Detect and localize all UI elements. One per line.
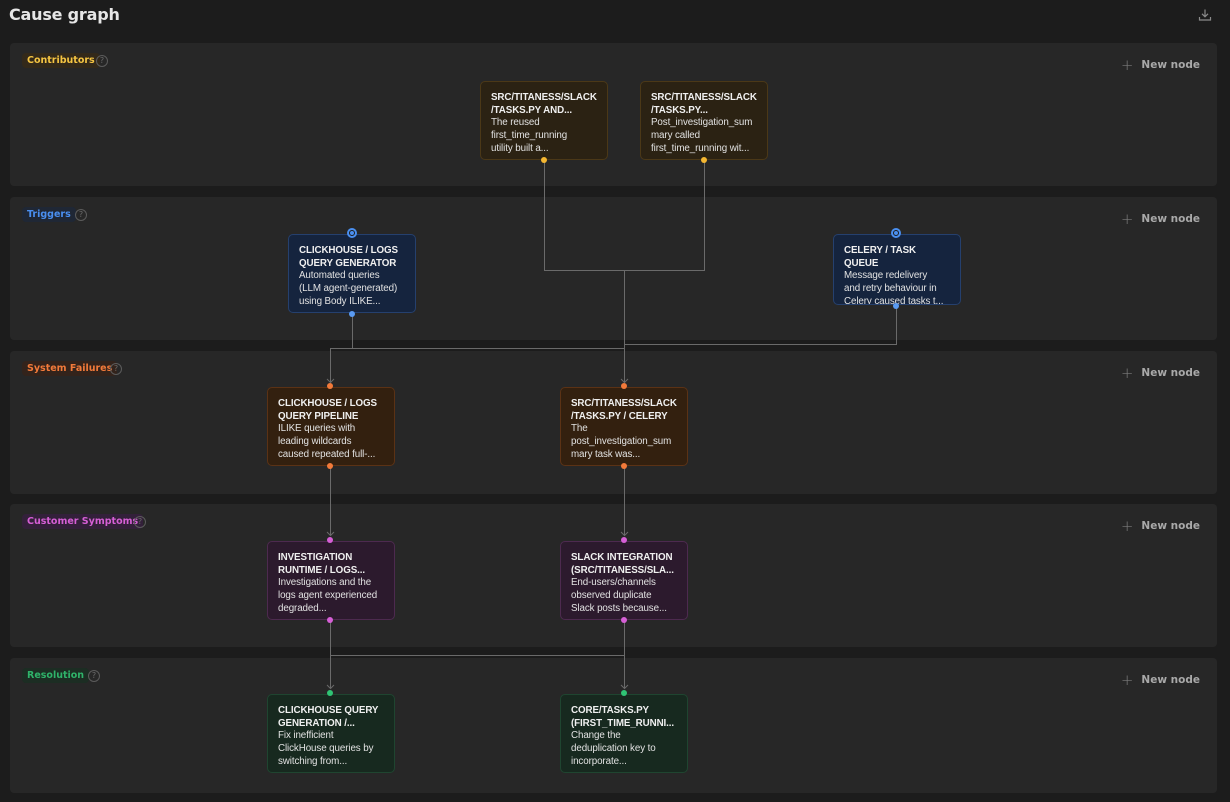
plus-icon: + [1120, 210, 1134, 228]
root-marker-icon [891, 228, 901, 238]
new-node-button-customer-symptoms[interactable]: + New node [1120, 517, 1200, 535]
plus-icon: + [1120, 671, 1134, 689]
help-icon[interactable]: ? [110, 363, 122, 375]
help-icon[interactable]: ? [75, 209, 87, 221]
node-system-failure-1[interactable]: CLICKHOUSE / LOGS QUERY PIPELINE ILIKE q… [267, 387, 395, 466]
plus-icon: + [1120, 364, 1134, 382]
node-port[interactable] [621, 690, 627, 696]
node-resolution-1[interactable]: CLICKHOUSE QUERY GENERATION /... Fix ine… [267, 694, 395, 773]
node-customer-symptom-2[interactable]: SLACK INTEGRATION (SRC/TITANESS/SLA... E… [560, 541, 688, 620]
node-trigger-2[interactable]: CELERY / TASK QUEUE Message redelivery a… [833, 234, 961, 305]
lane-label-resolution: Resolution [22, 668, 90, 683]
help-icon[interactable]: ? [134, 516, 146, 528]
node-port[interactable] [893, 303, 899, 309]
help-icon[interactable]: ? [96, 55, 108, 67]
node-port[interactable] [327, 690, 333, 696]
node-port[interactable] [327, 537, 333, 543]
download-icon [1198, 9, 1212, 21]
new-node-button-contributors[interactable]: + New node [1120, 56, 1200, 74]
node-port[interactable] [327, 463, 333, 469]
lane-triggers: Triggers ? + New node [10, 197, 1217, 340]
page-title: Cause graph [9, 5, 120, 24]
lane-contributors: Contributors ? + New node [10, 43, 1217, 186]
node-port[interactable] [327, 383, 333, 389]
node-port[interactable] [621, 383, 627, 389]
new-node-button-triggers[interactable]: + New node [1120, 210, 1200, 228]
node-port[interactable] [541, 157, 547, 163]
help-icon[interactable]: ? [88, 670, 100, 682]
node-contributor-2[interactable]: SRC/TITANESS/SLACK /TASKS.PY... Post_inv… [640, 81, 768, 160]
node-port[interactable] [621, 463, 627, 469]
lane-label-contributors: Contributors [22, 53, 100, 68]
lane-label-system-failures: System Failures [22, 361, 118, 376]
new-node-button-resolution[interactable]: + New node [1120, 671, 1200, 689]
node-resolution-2[interactable]: CORE/TASKS.PY (FIRST_TIME_RUNNI... Chang… [560, 694, 688, 773]
node-customer-symptom-1[interactable]: INVESTIGATION RUNTIME / LOGS... Investig… [267, 541, 395, 620]
node-port[interactable] [621, 537, 627, 543]
plus-icon: + [1120, 517, 1134, 535]
root-marker-icon [347, 228, 357, 238]
node-port[interactable] [701, 157, 707, 163]
node-trigger-1[interactable]: CLICKHOUSE / LOGS QUERY GENERATOR Automa… [288, 234, 416, 313]
lane-label-triggers: Triggers [22, 207, 76, 222]
node-port[interactable] [349, 311, 355, 317]
node-contributor-1[interactable]: SRC/TITANESS/SLACK /TASKS.PY AND... The … [480, 81, 608, 160]
new-node-button-system-failures[interactable]: + New node [1120, 364, 1200, 382]
node-port[interactable] [621, 617, 627, 623]
lane-label-customer-symptoms: Customer Symptoms [22, 514, 144, 529]
plus-icon: + [1120, 56, 1134, 74]
node-system-failure-2[interactable]: SRC/TITANESS/SLACK /TASKS.PY / CELERY Th… [560, 387, 688, 466]
download-button[interactable] [1196, 6, 1214, 24]
node-port[interactable] [327, 617, 333, 623]
